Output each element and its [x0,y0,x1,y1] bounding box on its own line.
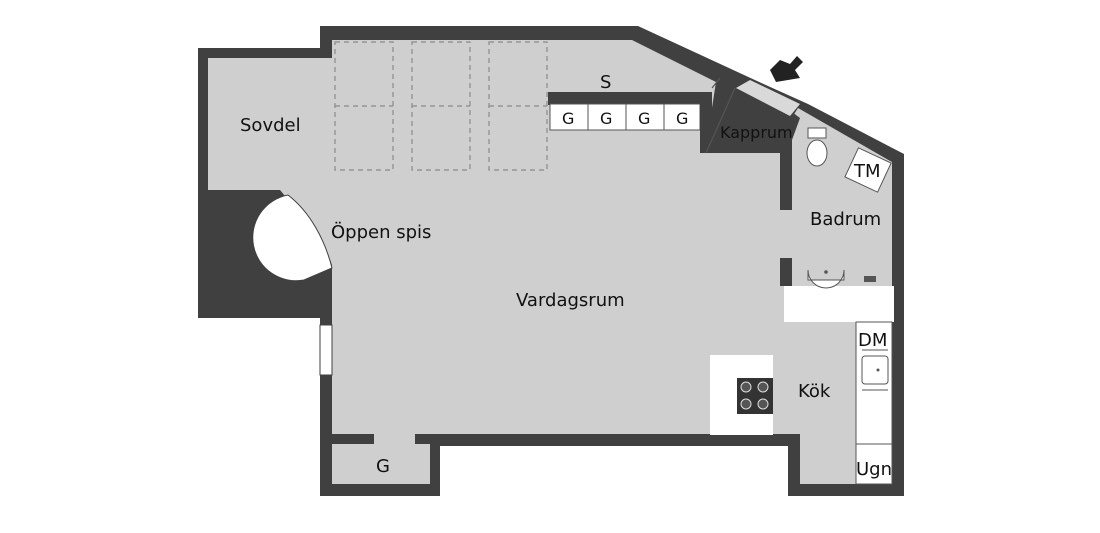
window [319,324,333,376]
closet-bottom-wall-right [415,434,430,444]
room-label-closet-bottom: G [376,456,390,477]
bath-counter [784,286,894,322]
kitchen-sink [861,355,889,385]
room-label-kitchen: Kök [798,381,831,402]
room-label-fireplace: Öppen spis [331,221,431,243]
storage-divider [548,92,706,104]
appliance-label-washer: TM [853,161,881,182]
stove [737,378,773,414]
room-label-storage: S [600,72,611,93]
cloakroom-door [705,77,736,154]
closet-row [549,103,701,131]
dashed-outlines [334,41,548,171]
bathroom-wall-left [780,112,800,210]
room-label-cloakroom: Kapprum [720,123,793,142]
entrance-gap [736,80,800,116]
kitchen-counter [855,321,893,485]
appliance-label-dishwasher: DM [858,330,887,351]
entrance-arrow-icon [770,56,803,82]
closet-label: G [676,109,688,128]
room-label-bedroom: Sovdel [240,115,301,136]
bathroom-wall-lower [780,258,792,286]
room-label-living: Vardagsrum [516,290,625,311]
toilet [806,127,828,167]
closet-label: G [638,109,650,128]
cloakroom-partition [700,92,712,153]
closet-label: G [600,109,612,128]
fireplace-opening [252,194,333,282]
room-label-bathroom: Badrum [810,209,881,230]
bath-sink [807,269,876,289]
closet-label: G [562,109,574,128]
washer [844,147,892,193]
closet-bottom-wall [332,434,374,444]
appliance-label-oven: Ugn [856,459,892,480]
